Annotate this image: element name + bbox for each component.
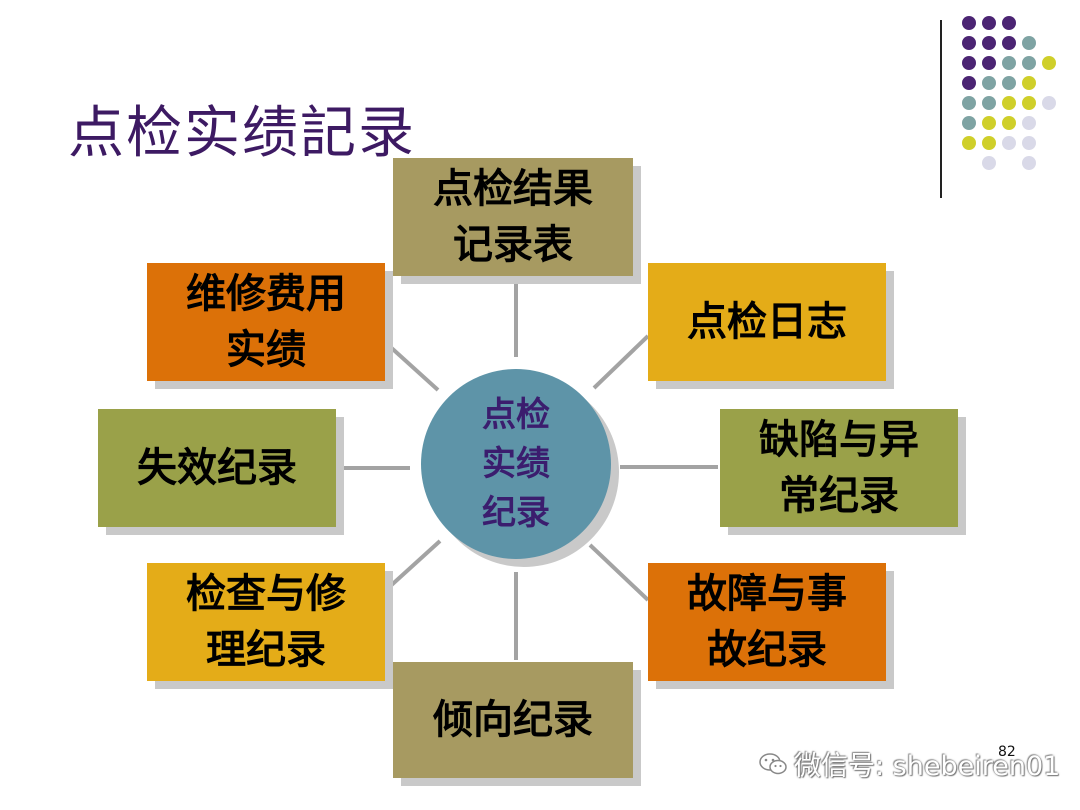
decorative-dot — [962, 16, 976, 30]
decorative-dot — [1042, 96, 1056, 110]
connector-bottom-left — [384, 539, 442, 592]
node-inspection-log: 点检日志 — [648, 263, 886, 381]
slide-title: 点检实绩記录 — [68, 101, 416, 166]
decorative-dot — [962, 96, 976, 110]
connector-bottom-right — [588, 543, 650, 602]
decorative-dot — [1022, 156, 1036, 170]
decorative-dot-grid — [958, 14, 1058, 174]
wechat-watermark: 微信号: shebeiren01 — [758, 744, 1060, 783]
wechat-icon — [759, 752, 787, 774]
connector-top-left — [384, 341, 440, 392]
decorative-dot — [982, 16, 996, 30]
decorative-dot — [1022, 136, 1036, 150]
node-inspection-repair-record: 检查与修 理纪录 — [147, 563, 385, 681]
node-defect-anomaly-record: 缺陷与异 常纪录 — [720, 409, 958, 527]
decorative-dot — [962, 36, 976, 50]
decorative-dot — [962, 56, 976, 70]
page-number: 82 — [998, 744, 1016, 760]
decorative-dot — [1042, 56, 1056, 70]
decorative-dot — [1002, 136, 1016, 150]
decorative-dot — [962, 76, 976, 90]
decorative-dot — [1002, 16, 1016, 30]
decorative-dot — [982, 76, 996, 90]
decorative-dot — [1002, 36, 1016, 50]
node-failure-record: 失效纪录 — [98, 409, 336, 527]
decorative-dot — [1022, 76, 1036, 90]
decorative-dot — [1022, 116, 1036, 130]
node-inspection-result-record: 点检结果 记录表 — [393, 158, 633, 276]
node-maintenance-cost-record: 维修费用 实绩 — [147, 263, 385, 381]
decorative-dot — [1002, 116, 1016, 130]
decorative-dot — [1002, 76, 1016, 90]
decorative-dot — [1022, 96, 1036, 110]
decorative-dot — [1002, 96, 1016, 110]
node-trend-record: 倾向纪录 — [393, 662, 633, 778]
center-hub-circle: 点检 实绩 纪录 — [421, 369, 611, 559]
decorative-dot — [982, 116, 996, 130]
watermark-text: 微信号: shebeiren01 — [794, 751, 1061, 782]
decorative-dot — [1022, 56, 1036, 70]
decorative-dot — [962, 116, 976, 130]
decorative-dot — [982, 136, 996, 150]
decorative-vertical-line — [940, 20, 942, 198]
decorative-dot — [1022, 36, 1036, 50]
decorative-dot — [982, 96, 996, 110]
center-hub-label: 点检 实绩 纪录 — [482, 394, 550, 533]
connector-top-right — [592, 334, 650, 390]
decorative-dot — [962, 136, 976, 150]
decorative-dot — [982, 156, 996, 170]
node-fault-accident-record: 故障与事 故纪录 — [648, 563, 886, 681]
decorative-dot — [1002, 56, 1016, 70]
decorative-dot — [982, 36, 996, 50]
decorative-dot — [982, 56, 996, 70]
